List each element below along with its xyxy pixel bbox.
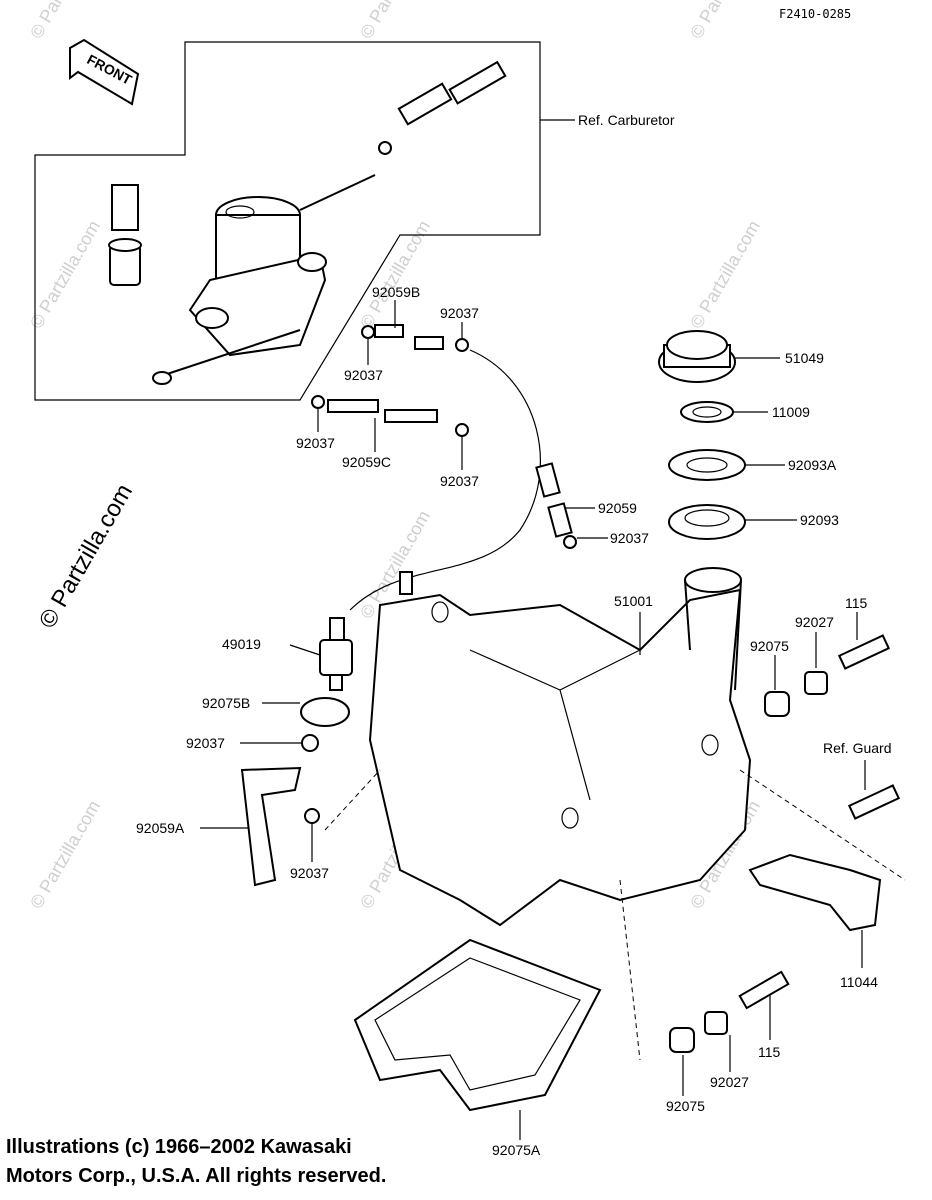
label-92075-bottom: 92075 [666, 1098, 705, 1114]
figure-code: F2410-0285 [779, 7, 851, 21]
fuel-pump-assembly [108, 174, 376, 385]
watermark-6: © Partzilla.com [686, 217, 764, 332]
label-92075-top: 92075 [750, 638, 789, 654]
label-92059: 92059 [598, 500, 637, 516]
filler-cap-stack [658, 330, 746, 540]
label-92037-hose: 92037 [610, 530, 649, 546]
label-51049: 51049 [785, 350, 824, 366]
ref-carburetor-label: Ref. Carburetor [578, 112, 675, 128]
label-92059A: 92059A [136, 820, 185, 836]
label-11009: 11009 [772, 404, 810, 420]
label-92059C: 92059C [342, 454, 391, 470]
copyright-line-1: Illustrations (c) 1966–2002 Kawasaki [6, 1136, 352, 1158]
oil-tank [368, 567, 752, 927]
watermark-2: © Partzilla.com [356, 0, 434, 42]
label-92093A: 92093A [788, 457, 837, 473]
mounting-hardware [669, 634, 901, 1053]
label-92027-bottom: 92027 [710, 1074, 749, 1090]
watermark-main: © Partzilla.com [34, 479, 138, 633]
pump-frame [34, 41, 541, 401]
drip-tray [353, 938, 602, 1112]
copyright-notice: Illustrations (c) 1966–2002 Kawasaki Mot… [6, 1133, 386, 1191]
watermark-3: © Partzilla.com [686, 0, 764, 42]
label-92037-top-left: 92037 [344, 367, 383, 383]
label-92037-left: 92037 [186, 735, 225, 751]
watermark-4: © Partzilla.com [26, 217, 104, 332]
label-92037-mid-left: 92037 [296, 435, 335, 451]
watermark-1: © Partzilla.com [26, 0, 104, 42]
alignment-lines [324, 769, 906, 1061]
carburetor-hoses [378, 60, 507, 155]
copyright-line-2: Motors Corp., U.S.A. All rights reserved… [6, 1165, 387, 1187]
label-92037-mid-right: 92037 [440, 473, 479, 489]
label-92059B: 92059B [372, 284, 420, 300]
watermark-8: © Partzilla.com [26, 797, 104, 912]
ref-guard-label: Ref. Guard [823, 740, 891, 756]
label-92075A: 92075A [492, 1142, 541, 1158]
callout-labels: Ref. Carburetor 92059B 92037 92037 92037… [136, 112, 891, 1158]
label-51001: 51001 [614, 593, 653, 609]
label-115-top: 115 [845, 595, 868, 611]
label-11044: 11044 [840, 974, 878, 990]
label-115-bottom: 115 [758, 1044, 781, 1060]
label-92027-top: 92027 [795, 614, 834, 630]
label-92093: 92093 [800, 512, 839, 528]
label-92075B: 92075B [202, 695, 250, 711]
front-arrow-icon: FRONT [69, 38, 140, 106]
label-92037-top-right: 92037 [440, 305, 479, 321]
label-92037-bottom-left: 92037 [290, 865, 329, 881]
label-49019: 49019 [222, 636, 261, 652]
leader-lines [200, 119, 866, 1140]
filter-and-hose [240, 617, 353, 887]
